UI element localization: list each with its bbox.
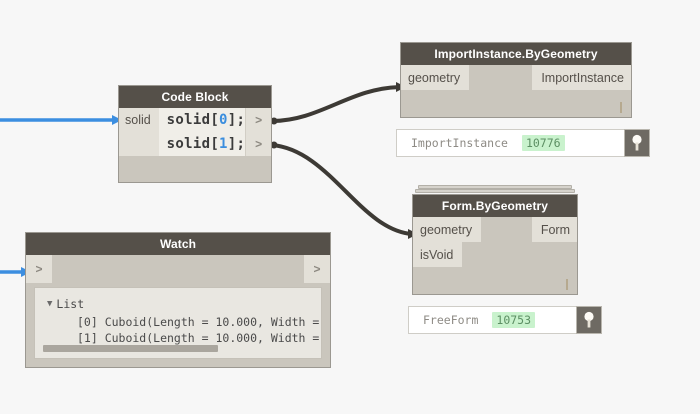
import-instance-preview-label: ImportInstance (411, 136, 508, 150)
node-form-bygeometry[interactable]: Form.ByGeometry geometry Form isVoid (412, 185, 578, 295)
watch-list-header[interactable]: ▼ List (47, 296, 321, 314)
import-instance-preview-value: 10776 (522, 135, 565, 151)
triangle-down-icon[interactable]: ▼ (47, 296, 52, 312)
code-line-1-index: 1 (219, 136, 228, 152)
import-instance-resize-tick[interactable] (620, 102, 622, 113)
code-line-0-tail: ]; (228, 112, 245, 128)
pin-icon (582, 311, 596, 329)
import-instance-pin-button[interactable] (624, 129, 650, 157)
code-line-1-tail: ]; (228, 136, 245, 152)
watch-content-panel[interactable]: ▼ List [0] Cuboid(Length = 10.000, Width … (34, 287, 322, 359)
code-block-line-1[interactable]: solid[1]; (159, 132, 246, 156)
code-block-input-solid[interactable]: solid (119, 108, 159, 132)
form-input-geometry[interactable]: geometry (413, 217, 481, 242)
code-block-input-spacer (119, 132, 159, 156)
code-block-row-1: solid[1]; > (119, 132, 271, 156)
code-block-line-0[interactable]: solid[0]; (159, 108, 246, 132)
import-instance-output-importinstance[interactable]: ImportInstance (532, 65, 631, 90)
form-pin-button[interactable] (576, 306, 602, 334)
node-watch[interactable]: Watch > > ▼ List [0] Cuboid(Length = 10.0… (25, 232, 331, 368)
watch-list-label: List (56, 297, 84, 311)
form-preview-bubble[interactable]: FreeForm 10753 (408, 306, 580, 334)
code-line-1-text: solid[ (167, 136, 219, 152)
code-line-0-text: solid[ (167, 112, 219, 128)
form-port-row-1: isVoid (413, 242, 577, 267)
import-instance-body: geometry ImportInstance (401, 65, 631, 117)
code-line-0-index: 0 (219, 112, 228, 128)
form-resize-tick[interactable] (566, 279, 568, 290)
form-preview-value: 10753 (492, 312, 535, 328)
watch-title: Watch (26, 233, 330, 255)
import-instance-input-geometry[interactable]: geometry (401, 65, 469, 90)
code-block-output-1[interactable]: > (245, 132, 271, 156)
watch-list-root[interactable]: ▼ List [0] Cuboid(Length = 10.000, Width … (35, 288, 321, 346)
form-body: geometry Form isVoid (413, 217, 577, 294)
wire-codeblock1-to-form (272, 145, 412, 234)
node-import-instance-bygeometry[interactable]: ImportInstance.ByGeometry geometry Impor… (400, 42, 632, 118)
watch-output-port[interactable]: > (304, 255, 330, 283)
code-block-output-0[interactable]: > (245, 108, 271, 132)
import-instance-title: ImportInstance.ByGeometry (401, 43, 631, 65)
import-instance-port-row: geometry ImportInstance (401, 65, 631, 90)
form-title: Form.ByGeometry (413, 195, 577, 217)
watch-body: > > ▼ List [0] Cuboid(Length = 10.000, Wi… (26, 255, 330, 359)
list-item: [0] Cuboid(Length = 10.000, Width = (47, 314, 321, 330)
form-port-row-0: geometry Form (413, 217, 577, 242)
form-output-form[interactable]: Form (532, 217, 577, 242)
code-block-body: solid solid[0]; > solid[1]; > (119, 108, 271, 182)
wire-codeblock0-to-importinstance (272, 87, 400, 121)
form-input-isvoid[interactable]: isVoid (413, 242, 462, 267)
pin-icon (630, 134, 644, 152)
form-node-stack-layer-2 (415, 189, 575, 193)
list-item: [1] Cuboid(Length = 10.000, Width = (47, 330, 321, 346)
watch-input-port[interactable]: > (26, 255, 52, 283)
form-preview-label: FreeForm (423, 313, 478, 327)
watch-horizontal-scrollbar[interactable] (43, 345, 218, 352)
code-block-row-0: solid solid[0]; > (119, 108, 271, 132)
code-block-footer (119, 156, 271, 182)
watch-port-row: > > (26, 255, 330, 283)
code-block-title: Code Block (119, 86, 271, 108)
import-instance-preview-bubble[interactable]: ImportInstance 10776 (396, 129, 628, 157)
node-code-block[interactable]: Code Block solid solid[0]; > solid[1]; > (118, 85, 272, 183)
